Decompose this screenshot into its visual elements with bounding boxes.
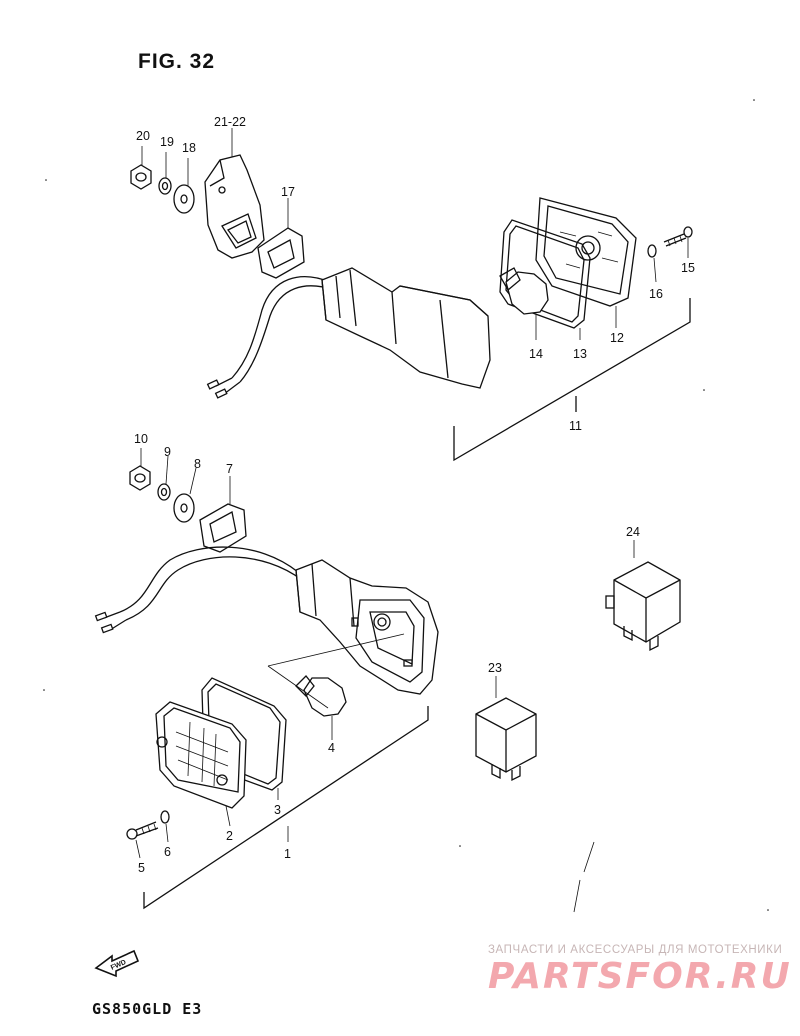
callout-13: 13 (573, 347, 587, 361)
model-code: GS850GLD E3 (92, 1000, 203, 1018)
callout-21-22: 21-22 (214, 115, 246, 129)
part-16-washer (647, 244, 657, 258)
callout-12: 12 (610, 331, 624, 345)
callout-16: 16 (649, 287, 663, 301)
part-7-grommet (199, 503, 247, 553)
part-14-bulb (499, 267, 549, 315)
part-6-washer (160, 810, 170, 824)
callout-1: 1 (284, 847, 291, 861)
watermark-logo: PARTSFOR.RU (488, 956, 792, 997)
upper-turn-signal-body (321, 267, 491, 389)
fwd-arrow-icon: FWD (94, 949, 140, 978)
part-15-screw (663, 226, 693, 247)
callout-20: 20 (136, 129, 150, 143)
callout-23: 23 (488, 661, 502, 675)
callout-8: 8 (194, 457, 201, 471)
part-8-washer (173, 493, 195, 523)
lower-turn-signal-body (295, 559, 439, 695)
callout-11: 11 (569, 419, 582, 433)
part-9-lock-washer (157, 483, 171, 501)
callout-2: 2 (226, 829, 233, 843)
part-19-lock-washer (158, 177, 172, 195)
upper-assembly-bracket-line (453, 298, 691, 462)
callout-6: 6 (164, 845, 171, 859)
part-21-22-bracket (204, 154, 265, 259)
callout-4: 4 (328, 741, 335, 755)
callout-17: 17 (281, 185, 295, 199)
callout-14: 14 (529, 347, 543, 361)
watermark-tagline: ЗАПЧАСТИ И АКСЕССУАРЫ ДЛЯ МОТОТЕХНИКИ (488, 944, 783, 956)
part-2-lens (155, 701, 247, 809)
callout-18: 18 (182, 141, 196, 155)
part-23-relay (475, 676, 537, 782)
callout-5: 5 (138, 861, 145, 875)
callout-15: 15 (681, 261, 695, 275)
scan-artifacts (43, 99, 769, 913)
lower-wire-harness (94, 546, 303, 634)
upper-leader-lines (141, 128, 689, 340)
callout-10: 10 (134, 432, 148, 446)
part-5-screw (126, 821, 159, 840)
callout-7: 7 (226, 462, 233, 476)
callout-9: 9 (164, 445, 171, 459)
part-24-relay (605, 540, 681, 652)
upper-wire-harness (206, 276, 335, 399)
part-17-grommet (257, 227, 305, 279)
callout-3: 3 (274, 803, 281, 817)
alignment-line-b (267, 665, 329, 709)
lower-leader-lines (135, 448, 333, 859)
part-4-bulb (295, 675, 347, 717)
figure-title: FIG. 32 (138, 50, 216, 73)
alignment-line-a (267, 633, 405, 667)
part-10-nut (129, 465, 151, 491)
lower-assembly-bracket-line (143, 706, 429, 910)
part-20-nut (130, 164, 152, 190)
callout-24: 24 (626, 525, 640, 539)
part-18-washer (173, 184, 195, 214)
callout-19: 19 (160, 135, 174, 149)
